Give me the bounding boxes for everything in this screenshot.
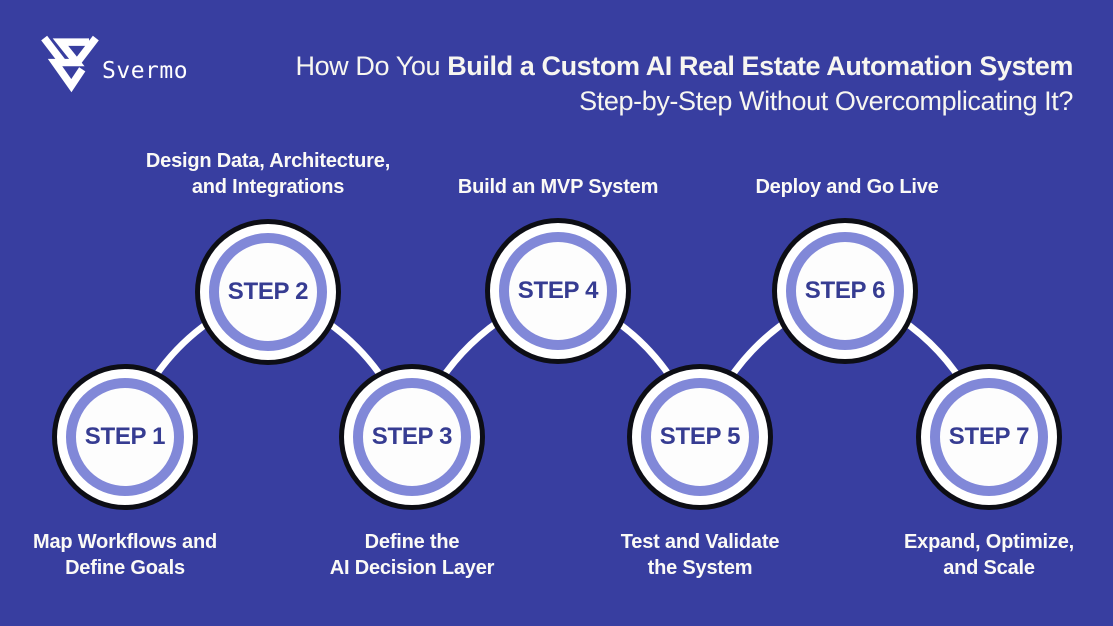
caption-line: and Integrations [191, 175, 345, 198]
step-7-caption: Expand, Optimize, and Scale [819, 530, 1113, 581]
svermo-logo-icon [36, 34, 104, 107]
page-title: How Do You Build a Custom AI Real Estate… [295, 49, 1073, 119]
caption-line: Map Workflows and [32, 531, 218, 553]
step-1-label: STEP 1 [84, 423, 166, 450]
step-4-caption: Build an MVP System [388, 175, 728, 201]
step-4-label: STEP 4 [517, 277, 599, 304]
caption-line: Expand, Optimize, [904, 531, 1074, 553]
caption-line: and Scale [943, 556, 1035, 579]
step-node-4: STEP 4 [499, 232, 617, 350]
step-node-3: STEP 3 [353, 378, 471, 496]
step-3-caption: Define the AI Decision Layer [242, 530, 582, 581]
step-6-caption: Deploy and Go Live [677, 175, 1017, 201]
step-2-label: STEP 2 [227, 278, 309, 305]
step-node-6: STEP 6 [786, 232, 904, 350]
step-1-caption: Map Workflows and Define Goals [0, 530, 295, 581]
title-line1: How Do You Build a Custom AI Real Estate… [295, 49, 1073, 84]
brand-logo: Svermo [36, 34, 188, 107]
caption-line: AI Decision Layer [329, 556, 495, 579]
step-7-label: STEP 7 [948, 423, 1030, 450]
step-node-7: STEP 7 [930, 378, 1048, 496]
step-2-caption: Design Data, Architecture, and Integrati… [98, 149, 438, 200]
caption-line: Define the [364, 531, 460, 553]
step-node-2: STEP 2 [209, 233, 327, 351]
title-line2: Step-by-Step Without Overcomplicating It… [579, 86, 1073, 116]
step-5-caption: Test and Validate the System [530, 530, 870, 581]
caption-line: Test and Validate [620, 531, 780, 553]
step-5-label: STEP 5 [659, 423, 741, 450]
step-3-label: STEP 3 [371, 423, 453, 450]
caption-line: the System [647, 556, 753, 579]
caption-line: Build an MVP System [457, 175, 659, 198]
brand-name: Svermo [102, 57, 189, 84]
step-node-1: STEP 1 [66, 378, 184, 496]
title-line1-bold: Build a Custom AI Real Estate Automation… [447, 51, 1073, 81]
title-line1-regular: How Do You [295, 51, 448, 81]
step-6-label: STEP 6 [804, 277, 886, 304]
caption-line: Deploy and Go Live [755, 175, 939, 198]
caption-line: Define Goals [65, 556, 185, 579]
step-node-5: STEP 5 [641, 378, 759, 496]
caption-line: Design Data, Architecture, [145, 150, 391, 172]
